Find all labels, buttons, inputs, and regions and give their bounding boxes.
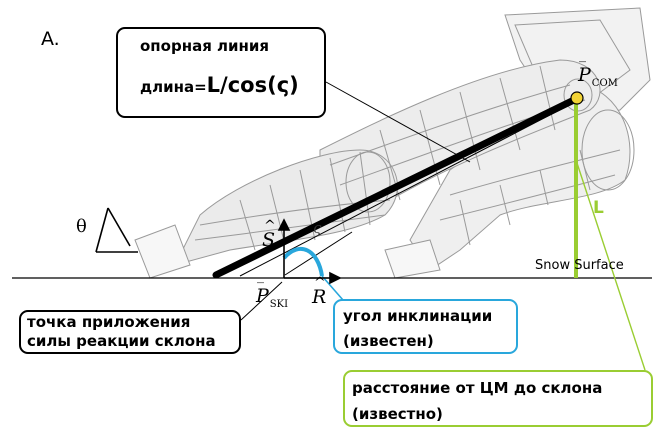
theta-label: θ xyxy=(76,216,87,237)
com-point xyxy=(570,91,584,105)
theta-indicator xyxy=(95,207,138,253)
support-line-length: длина=L/cos(ς) xyxy=(140,73,299,97)
r-hat-label: ^R xyxy=(312,275,327,308)
leader-to-com-thin xyxy=(239,102,574,277)
application-point-callout: точка приложения силы реакции склона xyxy=(19,310,241,354)
support-line-formula: L/cos(ς) xyxy=(206,73,299,97)
p-com-label: ‾PCOM xyxy=(578,60,618,89)
application-point-line2: силы реакции склона xyxy=(27,332,216,350)
com-distance-leader xyxy=(575,159,646,371)
inclination-angle-line1: угол инклинации xyxy=(343,307,493,325)
point-callout-leader xyxy=(240,281,283,321)
figure-label: A. xyxy=(41,28,60,50)
sigma-label: ς xyxy=(313,219,322,237)
s-hat-label: ^S xyxy=(262,218,276,251)
r-hat-axis xyxy=(284,271,342,285)
p-ski-label: ‾PSKI xyxy=(256,281,289,310)
com-distance-line2: (известно) xyxy=(352,405,443,423)
leader-sigma xyxy=(284,231,353,276)
inclination-angle-arc xyxy=(282,246,324,277)
support-line-title: опорная линия xyxy=(140,37,270,55)
angle-callout-leader xyxy=(321,275,344,301)
support-line-callout: опорная линия длина=L/cos(ς) xyxy=(116,27,326,118)
support-callout-leader xyxy=(325,81,471,163)
com-distance-line1: расстояние от ЦМ до склона xyxy=(352,379,603,397)
inclination-angle-line2: (известен) xyxy=(343,332,434,350)
support-line xyxy=(212,94,582,279)
com-distance-callout: расстояние от ЦМ до склона (известно) xyxy=(343,370,653,427)
l-distance-label: L xyxy=(593,198,604,218)
snow-surface-label: Snow Surface xyxy=(535,258,624,273)
s-hat-axis xyxy=(277,218,291,278)
inclination-angle-callout: угол инклинации (известен) xyxy=(333,299,518,354)
application-point-line1: точка приложения xyxy=(27,313,191,331)
